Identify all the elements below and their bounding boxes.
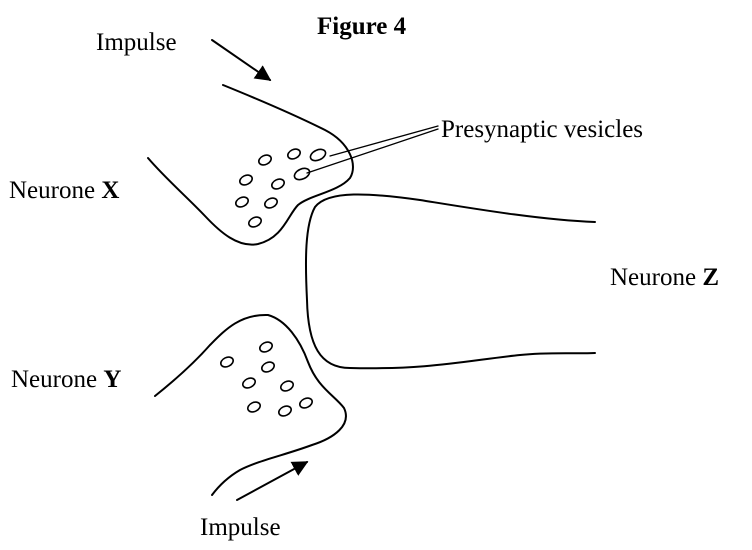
vesicle [270,177,286,191]
vesicle [286,147,302,161]
vesicle [279,379,295,393]
impulse-arrow-top [212,40,270,80]
neurone-y-outline [155,315,346,495]
vesicle-pointer-upper [330,126,438,156]
neurone-x-vesicles [234,147,327,229]
vesicle [219,355,235,369]
neurone-z-outline [306,194,595,368]
vesicle [298,396,314,410]
neurone-y-vesicles [219,340,314,418]
vesicle [246,400,262,414]
vesicle [309,147,328,163]
vesicle [257,153,273,167]
vesicle [241,376,257,390]
vesicle [293,166,312,182]
vesicle [238,173,254,187]
vesicle [277,404,293,418]
vesicle [247,215,263,229]
vesicle [234,195,250,209]
vesicle-pointer-lower [307,129,438,173]
vesicle [260,360,276,374]
vesicle [263,196,279,210]
vesicle [258,340,274,354]
